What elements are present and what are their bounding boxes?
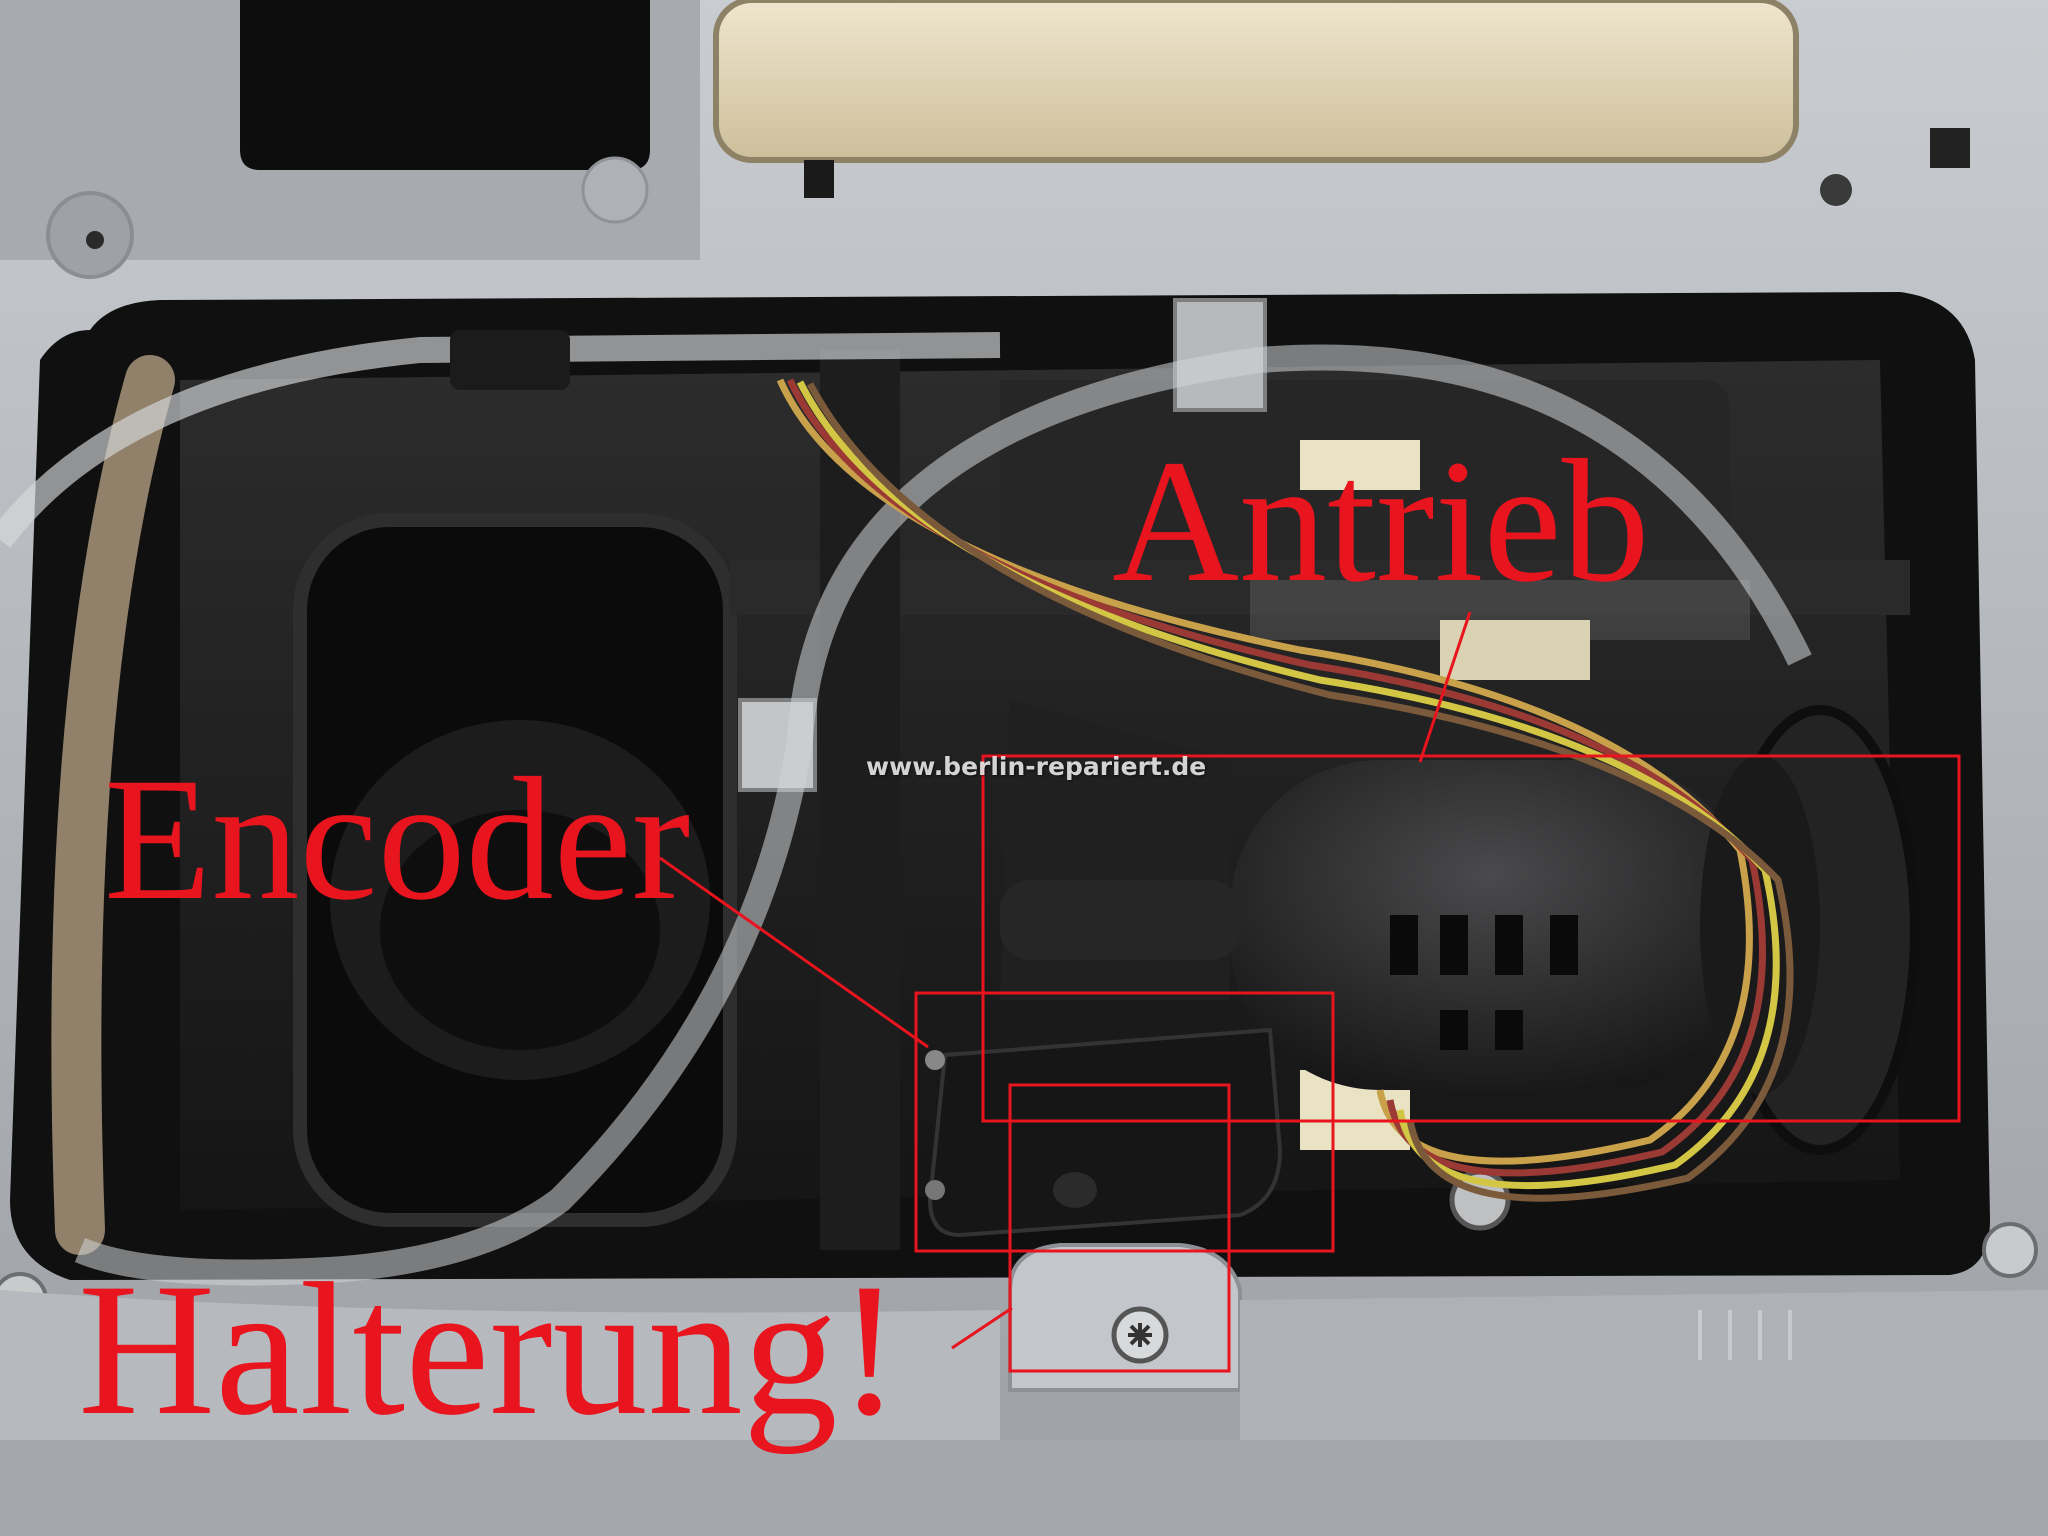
watermark-text: www.berlin-repariert.de — [866, 752, 1207, 781]
drive-highlight-box — [981, 754, 1961, 1123]
encoder-highlight-box — [914, 991, 1335, 1253]
antrieb-label: Antrieb — [1112, 424, 1650, 619]
encoder-leader-line — [659, 856, 929, 1049]
holder-leader-line — [951, 1306, 1013, 1350]
drive-leader-line — [1418, 611, 1472, 763]
encoder-label: Encoder — [104, 742, 691, 937]
halterung-label: Halterung! — [78, 1245, 901, 1455]
holder-highlight-box — [1008, 1083, 1231, 1373]
